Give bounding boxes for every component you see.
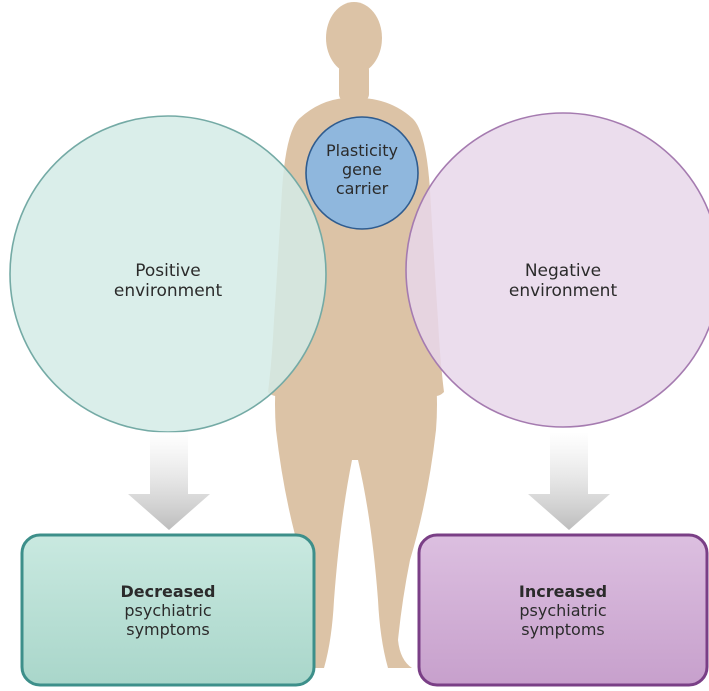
outcome-left-line3: symptoms [126,620,210,640]
gene-carrier-label: Plasticity gene carrier [312,141,412,199]
outcome-box-right [417,533,709,687]
outcome-right-line2: psychiatric [519,601,607,621]
down-arrow-right [528,432,610,530]
gene-carrier-line2: gene [342,160,382,180]
down-arrow-left [128,432,210,530]
positive-environment-line1: Positive [135,261,201,281]
outcome-right-line3: symptoms [521,620,605,640]
outcome-left-bold: Decreased [120,582,216,601]
gene-carrier-circle [305,116,419,230]
outcome-box-left [20,533,316,687]
negative-environment-line2: environment [508,281,618,302]
outcome-right-label: Increased psychiatric symptoms [463,582,663,640]
outcome-left-label: Decreased psychiatric symptoms [68,582,268,640]
gene-carrier-line1: Plasticity [326,141,398,160]
outcome-right-bold: Increased [518,582,608,601]
negative-environment-circle [405,112,709,428]
positive-environment-line2: environment [113,281,223,302]
positive-environment-label: Positive environment [68,261,268,302]
outcome-left-line2: psychiatric [124,601,212,621]
negative-environment-line1: Negative [524,261,602,281]
gene-carrier-line3: carrier [335,179,389,199]
negative-environment-label: Negative environment [463,261,663,302]
